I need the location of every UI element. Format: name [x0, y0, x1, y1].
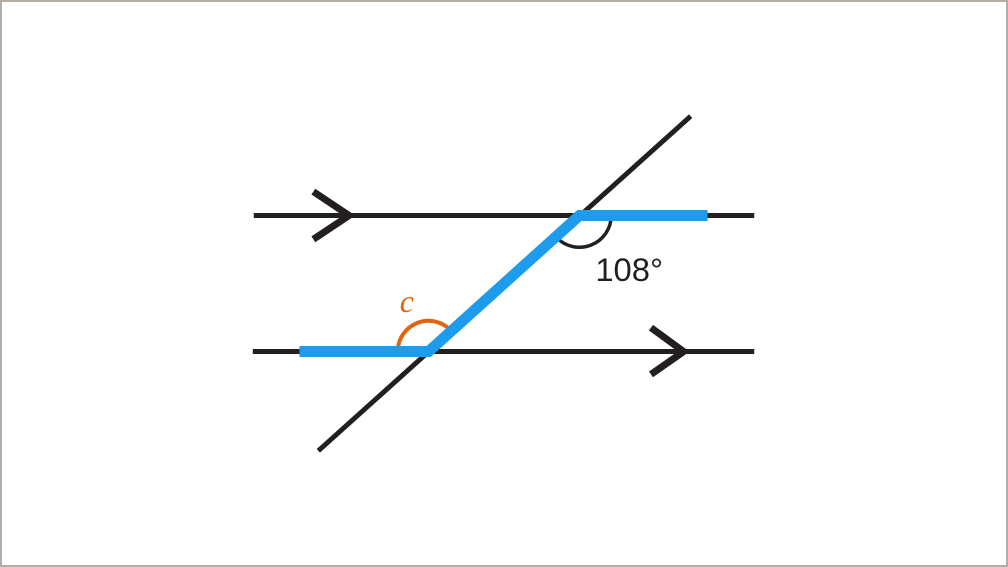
bottom-angle-arc	[395, 318, 453, 352]
bottom-line-arrow-icon	[648, 324, 690, 378]
top-angle-label: 108°	[595, 251, 663, 288]
top-line-arrow-icon	[311, 188, 356, 243]
top-angle-arc	[554, 215, 613, 249]
bottom-angle-label: c	[400, 284, 414, 319]
highlighted-z-path	[299, 210, 708, 357]
